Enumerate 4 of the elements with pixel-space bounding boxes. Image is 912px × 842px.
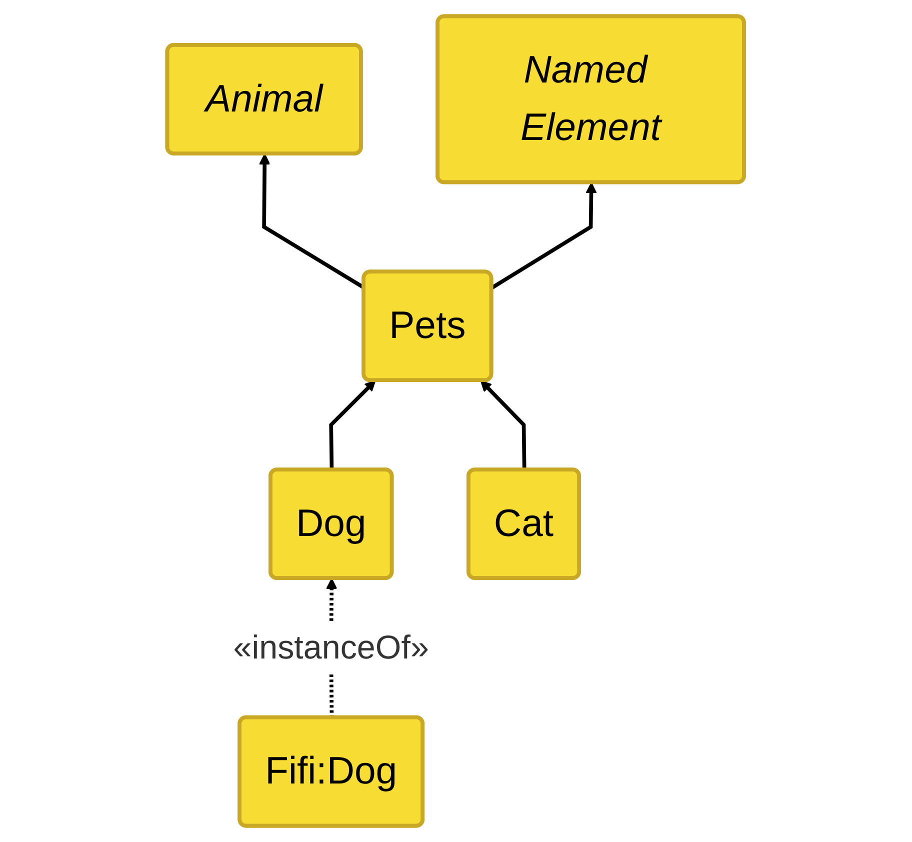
edge-label: «instanceOf» (234, 628, 430, 666)
arrow (491, 182, 598, 290)
arrow (330, 380, 376, 470)
arrow (480, 380, 527, 470)
